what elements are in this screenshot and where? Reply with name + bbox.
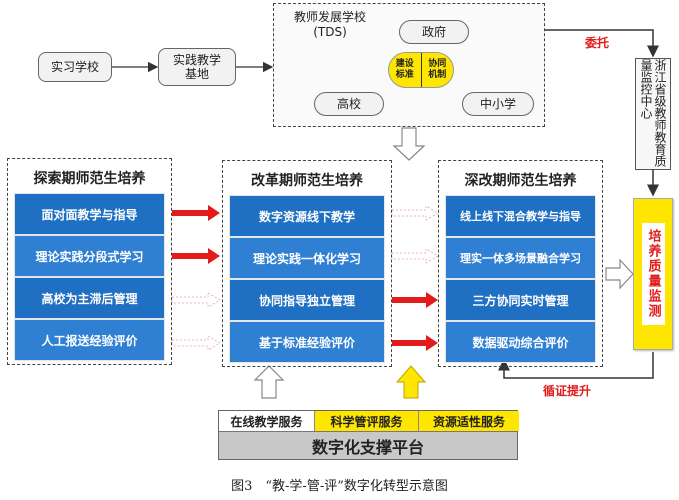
practice-base-box: 实践教学 基地 xyxy=(158,48,236,86)
platform-box: 在线教学服务 科学管评服务 资源适性服务 数字化支撑平台 xyxy=(218,410,519,460)
red-arrow-3 xyxy=(392,292,438,308)
red-arrow-2 xyxy=(172,248,220,264)
arrow-entrust xyxy=(545,29,659,58)
red-arrow-1 xyxy=(172,205,220,221)
school-label: 中小学 xyxy=(479,97,516,111)
stage-item: 理论实践分段式学习 xyxy=(14,235,165,277)
entrust-label: 委托 xyxy=(585,36,610,50)
stage-item: 理论实践一体化学习 xyxy=(229,237,385,279)
stage-item: 线上线下混合教学与指导 xyxy=(445,195,596,237)
tds-badge: 建设 标准 协同 机制 xyxy=(388,52,454,88)
hollow-down-arrow xyxy=(392,127,426,161)
red-arrow-4 xyxy=(392,335,438,351)
stage-item: 基于标准经验评价 xyxy=(229,321,385,363)
stage-reform: 改革期师范生培养 数字资源线下教学 理论实践一体化学习 协同指导独立管理 基于标… xyxy=(222,160,392,367)
badge-mechanism: 协同 机制 xyxy=(428,59,447,80)
monitoring-box: 培养质量监测 xyxy=(633,198,673,350)
school-node: 中小学 xyxy=(462,92,534,116)
platform-name: 数字化支撑平台 xyxy=(219,431,517,459)
stage-item: 面对面教学与指导 xyxy=(14,193,165,235)
arrow-evidence xyxy=(498,352,654,379)
quality-center-label: 浙江省级教师教育质量监控中心 xyxy=(639,59,667,167)
faint-arrow-4 xyxy=(391,248,439,264)
stage-item: 理实一体多场景融合学习 xyxy=(445,237,596,279)
stage-title: 改革期师范生培养 xyxy=(251,173,363,189)
stage-items: 面对面教学与指导 理论实践分段式学习 高校为主滞后管理 人工报送经验评价 xyxy=(14,193,165,361)
practice-base-label: 实践教学 基地 xyxy=(172,53,221,81)
hollow-up-arrow xyxy=(253,365,285,399)
faint-arrow-1 xyxy=(171,292,221,308)
gov-node: 政府 xyxy=(399,20,469,44)
practice-school-label: 实习学校 xyxy=(50,60,99,74)
service-online: 在线教学服务 xyxy=(219,411,315,431)
univ-node: 高校 xyxy=(314,92,384,116)
tds-subtitle: (TDS) xyxy=(313,25,347,39)
stage-item: 数字资源线下教学 xyxy=(229,195,385,237)
quality-center-box: 浙江省级教师教育质量监控中心 xyxy=(635,58,671,170)
tds-container: 教师发展学校 (TDS) 政府 高校 中小学 建设 标准 协同 机制 xyxy=(273,3,545,127)
stage-title: 深改期师范生培养 xyxy=(464,173,577,189)
stage-title: 探索期师范生培养 xyxy=(33,171,146,187)
stage-items: 数字资源线下教学 理论实践一体化学习 协同指导独立管理 基于标准经验评价 xyxy=(229,195,385,363)
faint-arrow-2 xyxy=(171,335,221,351)
stage-item: 三方协同实时管理 xyxy=(445,279,596,321)
badge-standard: 建设 标准 xyxy=(389,53,422,87)
faint-arrow-3 xyxy=(391,205,439,221)
stage-deep-reform: 深改期师范生培养 线上线下混合教学与指导 理实一体多场景融合学习 三方协同实时管… xyxy=(438,160,603,367)
stage-item: 高校为主滞后管理 xyxy=(14,277,165,319)
univ-label: 高校 xyxy=(336,97,361,111)
practice-school-box: 实习学校 xyxy=(38,52,112,82)
monitoring-label: 培养质量监测 xyxy=(641,223,665,325)
service-resource: 资源适性服务 xyxy=(419,411,519,431)
hollow-right-arrow xyxy=(605,258,634,290)
stage-item: 数据驱动综合评价 xyxy=(445,321,596,363)
figure-caption: 图3 “教-学-管-评”数字化转型示意图 xyxy=(231,479,448,494)
yellow-up-arrow xyxy=(395,365,427,399)
tds-title-block: 教师发展学校 (TDS) xyxy=(284,10,376,40)
gov-label: 政府 xyxy=(421,25,446,39)
tds-title: 教师发展学校 xyxy=(293,10,366,24)
stage-item: 人工报送经验评价 xyxy=(14,319,165,361)
stage-item: 协同指导独立管理 xyxy=(229,279,385,321)
stage-items: 线上线下混合教学与指导 理实一体多场景融合学习 三方协同实时管理 数据驱动综合评… xyxy=(445,195,596,363)
service-management: 科学管评服务 xyxy=(315,411,419,431)
evidence-label: 循证提升 xyxy=(543,384,592,398)
stage-exploration: 探索期师范生培养 面对面教学与指导 理论实践分段式学习 高校为主滞后管理 人工报… xyxy=(7,158,172,365)
